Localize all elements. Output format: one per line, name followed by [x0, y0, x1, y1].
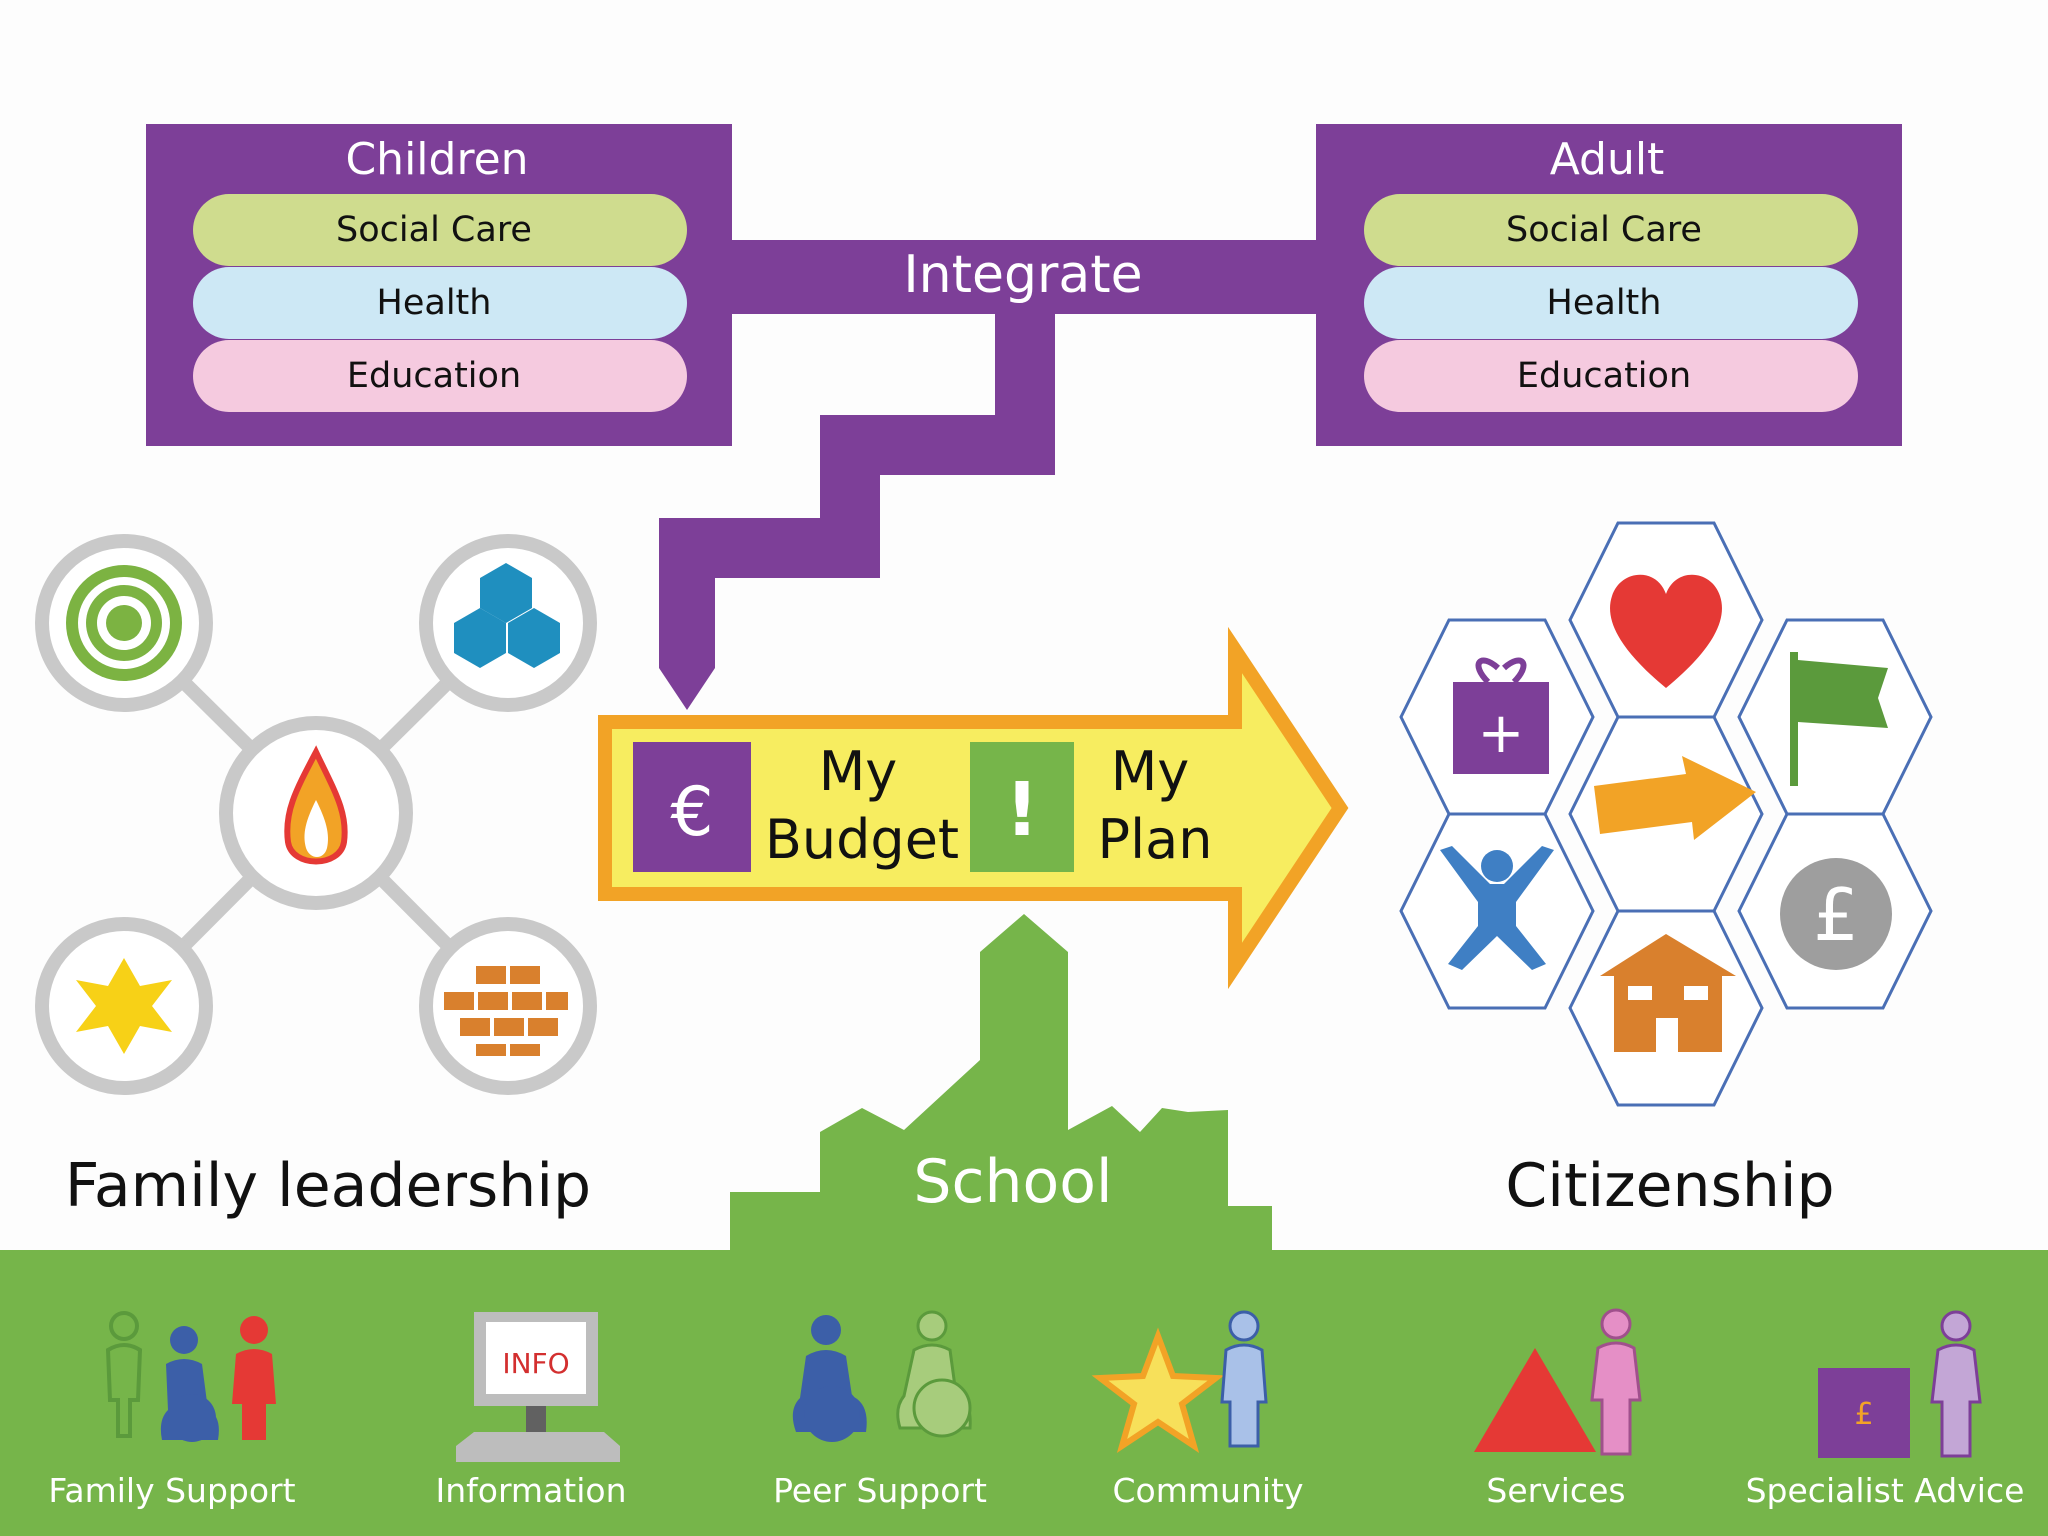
children-title: Children — [345, 134, 528, 185]
specialist-pound-glyph: £ — [1854, 1397, 1873, 1432]
budget-plan-arrow: € My Budget ! My Plan — [605, 650, 1340, 966]
peer-support-label: Peer Support — [773, 1471, 987, 1510]
children-health-label: Health — [377, 283, 492, 323]
plus-glyph: + — [1478, 701, 1525, 766]
euro-icon: € — [670, 773, 713, 852]
services-label: Services — [1486, 1471, 1625, 1510]
citizenship-label: Citizenship — [1505, 1151, 1834, 1221]
adult-social-care-label: Social Care — [1506, 210, 1702, 250]
information-label: Information — [435, 1471, 626, 1510]
specialist-advice-label: Specialist Advice — [1746, 1471, 2025, 1510]
adult-health-label: Health — [1547, 283, 1662, 323]
adult-box: Adult Social Care Health Education — [1316, 124, 1902, 446]
school-building: School — [730, 914, 1272, 1251]
pound-glyph: £ — [1813, 873, 1859, 957]
budget-label-line1: My — [819, 740, 898, 803]
adult-education-label: Education — [1517, 356, 1691, 396]
children-social-care-label: Social Care — [336, 210, 532, 250]
budget-label-line2: Budget — [765, 808, 959, 871]
ground-band — [0, 1250, 2048, 1536]
exclamation-icon: ! — [1005, 767, 1039, 853]
community-label: Community — [1113, 1471, 1304, 1510]
plan-label-line2: Plan — [1098, 808, 1213, 871]
information-computer-icon: INFO — [456, 1312, 620, 1462]
children-box: Children Social Care Health Education — [146, 124, 732, 446]
family-support-label: Family Support — [48, 1471, 295, 1510]
pound-icon: £ — [1780, 858, 1892, 970]
plan-label-line1: My — [1111, 740, 1190, 803]
family-leadership-network — [42, 541, 590, 1088]
info-screen-text: INFO — [502, 1347, 569, 1380]
children-education-label: Education — [347, 356, 521, 396]
integrate-label: Integrate — [903, 245, 1142, 305]
target-icon — [66, 565, 182, 681]
family-leadership-label: Family leadership — [65, 1151, 591, 1221]
adult-title: Adult — [1550, 134, 1665, 185]
integrate-connector: Integrate — [659, 240, 1340, 710]
school-label: School — [913, 1147, 1112, 1217]
